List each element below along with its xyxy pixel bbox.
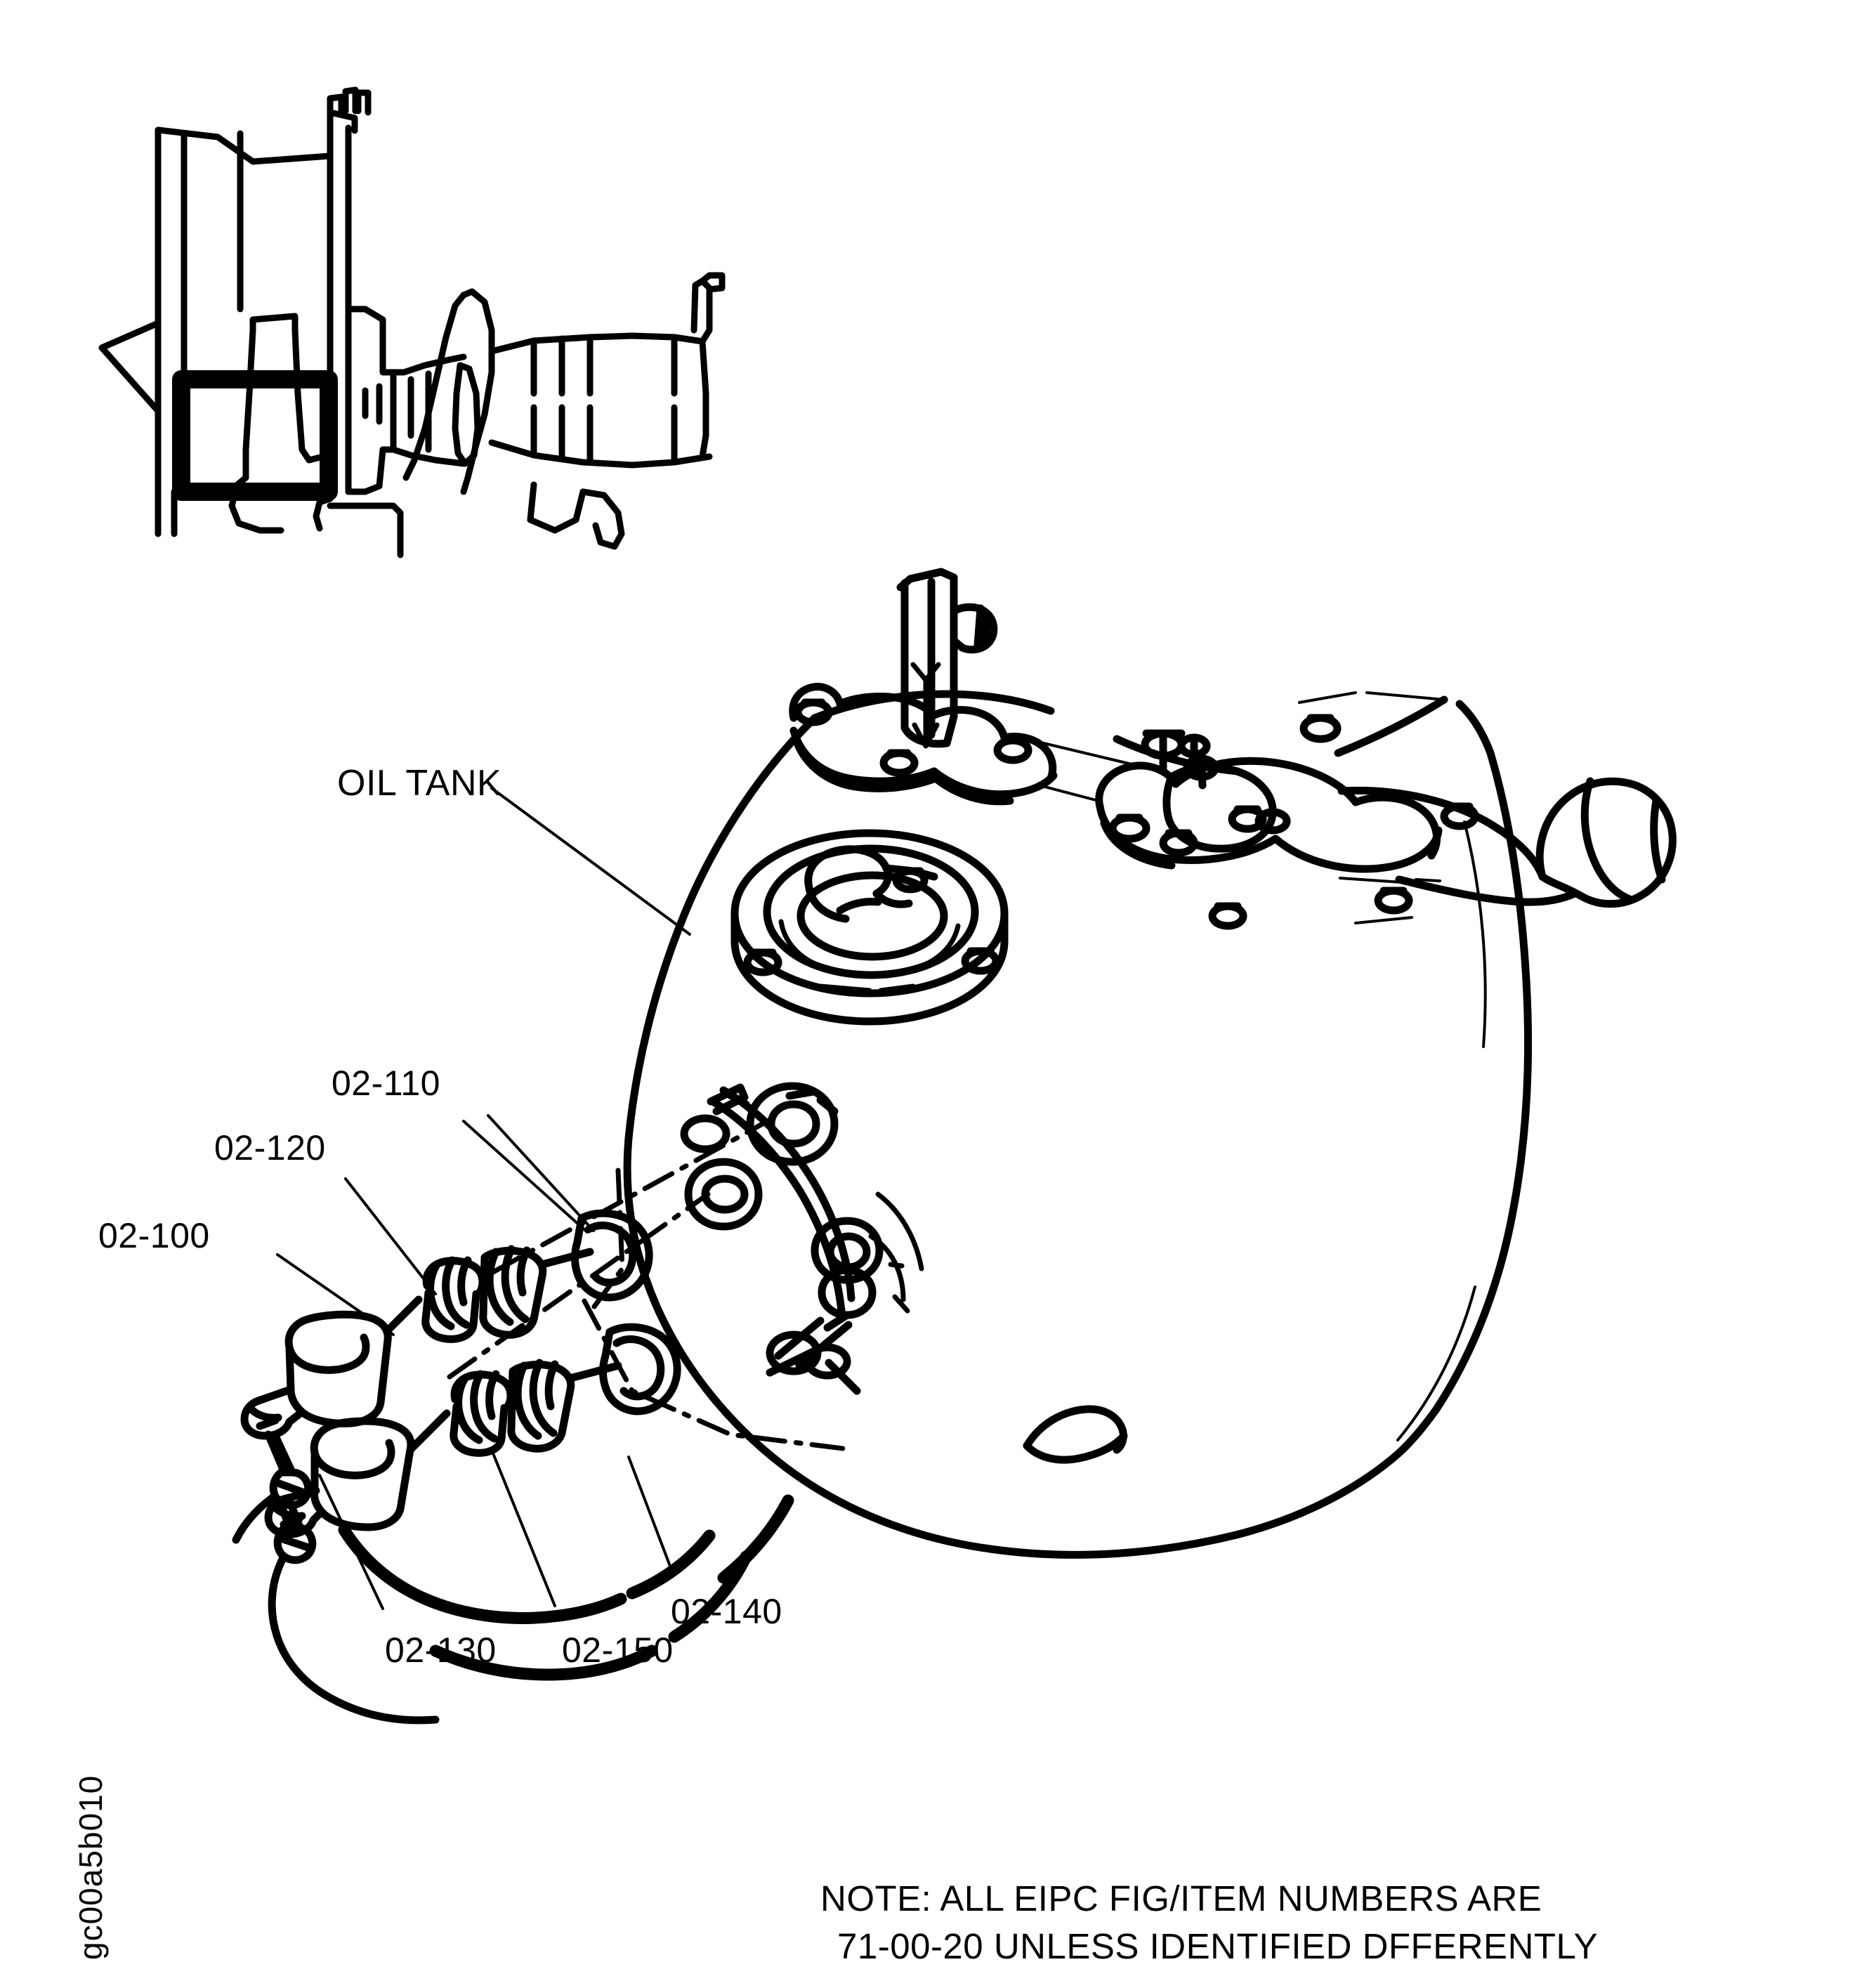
note-line-2: 71-00-20 UNLESS IDENTIFIED DFFERENTLY	[837, 1926, 1599, 1967]
leader-02-110	[487, 1114, 595, 1232]
packing-02-110	[571, 1209, 653, 1302]
callout-02-150: 02-150	[562, 1630, 674, 1670]
note-block: NOTE: ALL EIPC FIG/ITEM NUMBERS ARE 71-0…	[820, 1877, 1598, 1968]
threaded-plug-02-120	[383, 1245, 594, 1343]
figure-id-label: gc00a5b010	[72, 1774, 109, 1960]
leader-02-130	[318, 1474, 384, 1610]
leader-02-150	[490, 1449, 556, 1607]
locator-highlight-box	[172, 370, 338, 501]
leader-02-120	[344, 1177, 437, 1295]
callout-02-120: 02-120	[214, 1128, 326, 1168]
hose-routing-lines	[338, 1494, 794, 1681]
flow-direction-arrow	[910, 662, 941, 749]
packing-02-140	[599, 1323, 681, 1415]
note-line-1: NOTE: ALL EIPC FIG/ITEM NUMBERS ARE	[820, 1878, 1542, 1918]
leader-02-140	[627, 1456, 672, 1569]
cap-lanyards	[232, 1430, 440, 1725]
callout-02-100: 02-100	[98, 1216, 210, 1255]
leader-02-100	[276, 1253, 395, 1336]
cap-02-100	[240, 1310, 392, 1440]
leader-oil-tank	[490, 787, 691, 936]
callout-02-130: 02-130	[385, 1630, 497, 1670]
label-oil-tank: OIL TANK	[337, 763, 502, 804]
tank-mount-lug	[1023, 1405, 1128, 1464]
callout-02-110: 02-110	[332, 1064, 440, 1103]
callout-02-140: 02-140	[671, 1592, 782, 1631]
threaded-plug-02-150	[407, 1359, 622, 1457]
